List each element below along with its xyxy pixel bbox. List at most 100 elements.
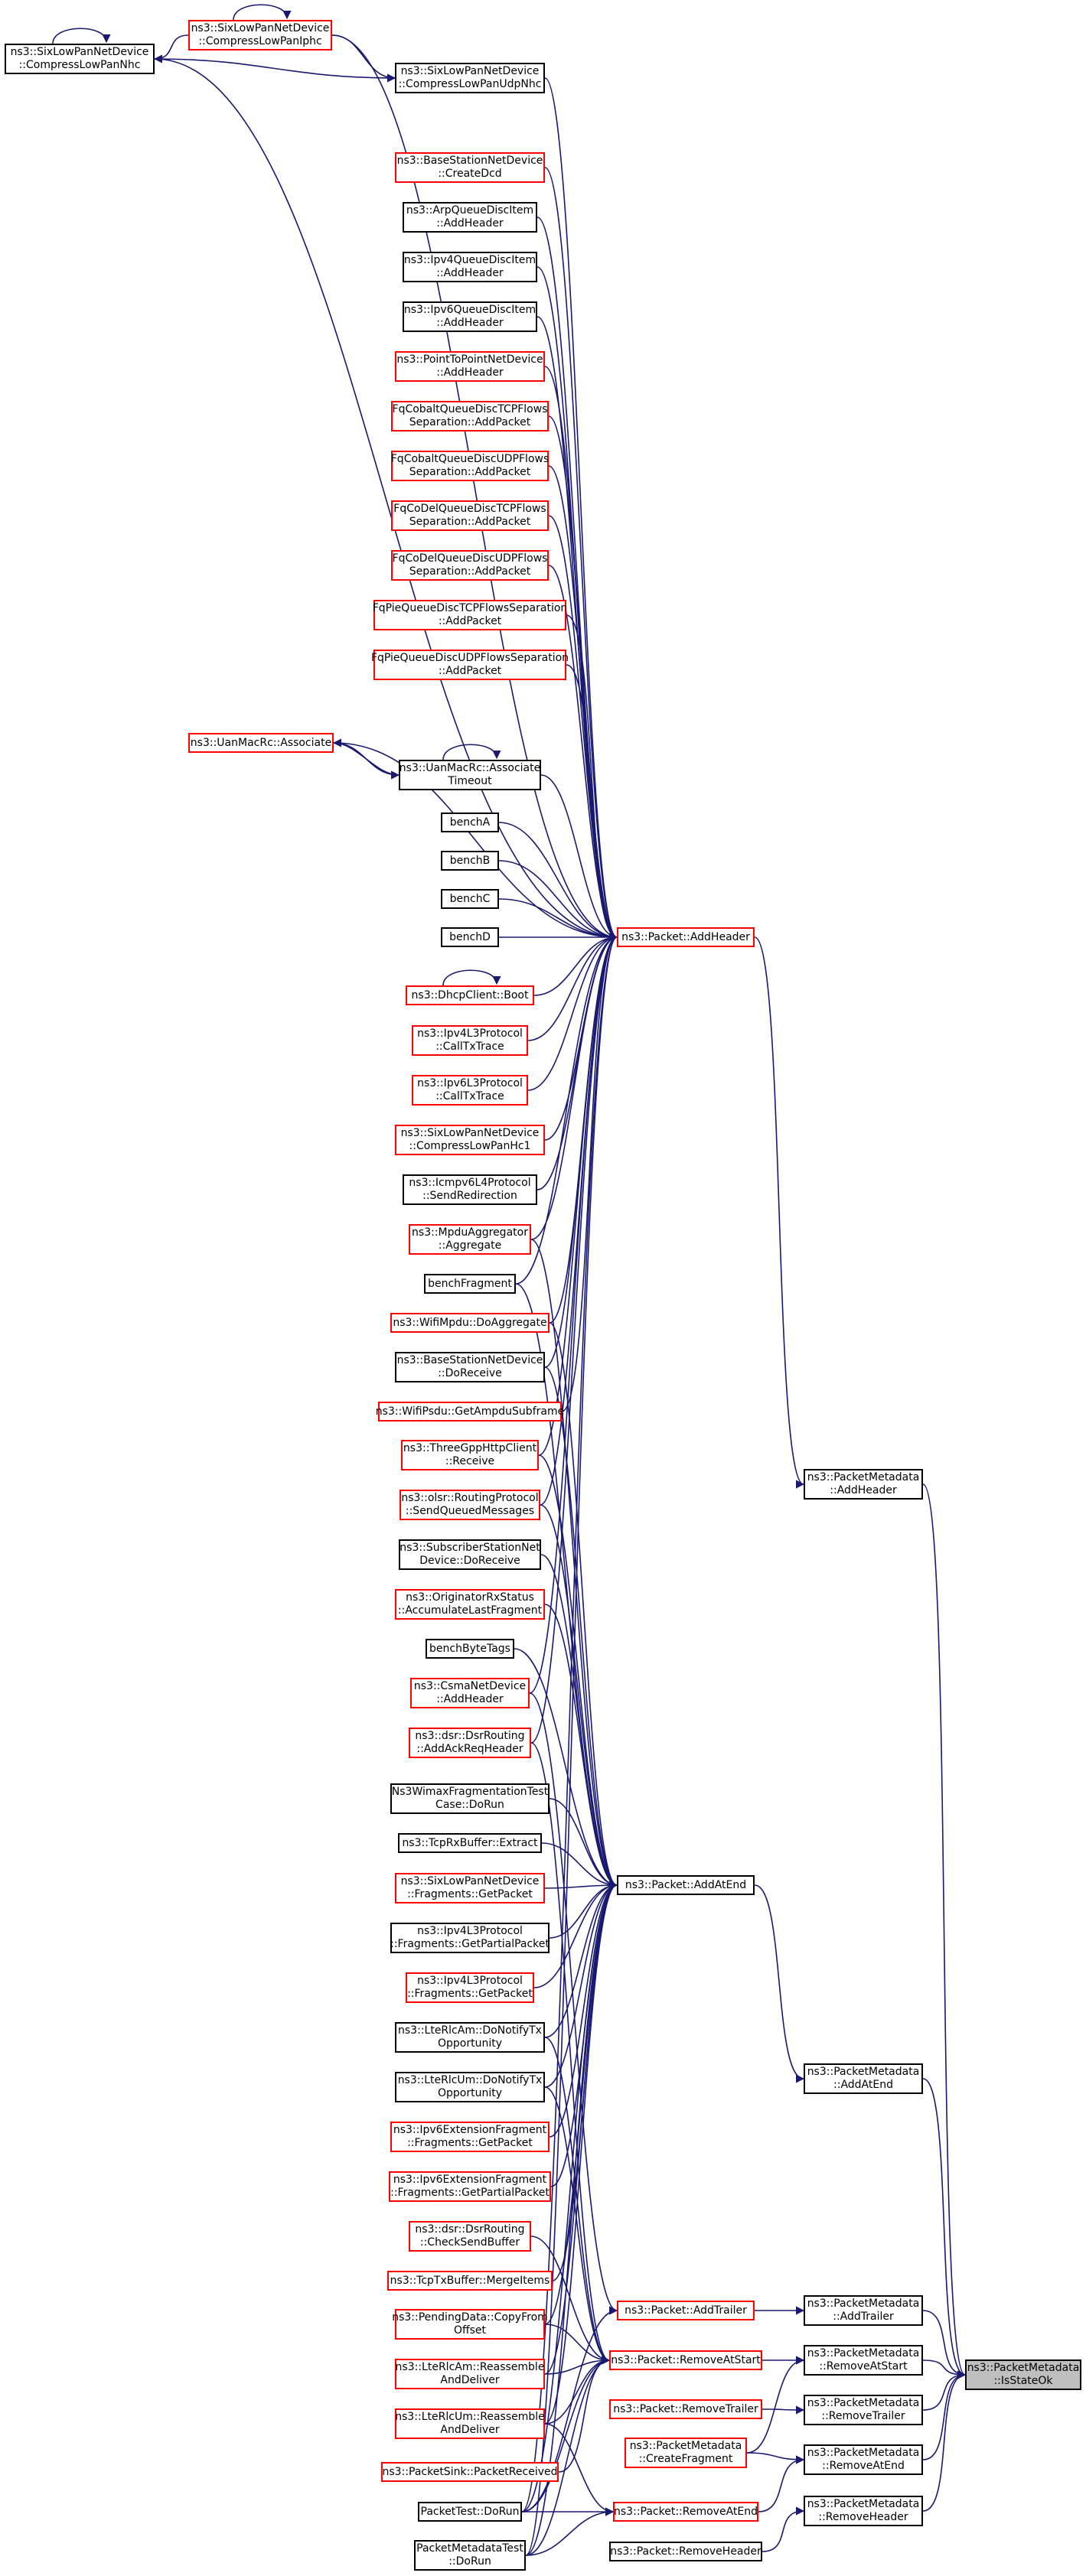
node-packetmetadata-removeatstart[interactable]: ns3::PacketMetadata::RemoveAtStart <box>804 2345 923 2376</box>
node-packetmetadata-removeheader[interactable]: ns3::PacketMetadata::RemoveHeader <box>804 2496 923 2526</box>
node-packetmetadata-addtrailer[interactable]: ns3::PacketMetadata::AddTrailer <box>804 2295 923 2326</box>
node-packetsink-packetreceived[interactable]: ns3::PacketSink::PacketReceived <box>381 2462 559 2482</box>
node-label-line2: ::RemoveHeader <box>818 2511 908 2523</box>
node-wifipsdu-getampdusubframe[interactable]: ns3::WifiPsdu::GetAmpduSubframe <box>376 1402 564 1422</box>
node-fqpie-tcp[interactable]: FqPieQueueDiscTCPFlowsSeparation::AddPac… <box>373 600 567 630</box>
node-packettest-dorun[interactable]: PacketTest::DoRun <box>418 2502 522 2522</box>
node-packetmetadatatest-dorun[interactable]: PacketMetadataTest::DoRun <box>414 2540 526 2571</box>
node-dsrrouting-addackreqheader[interactable]: ns3::dsr::DsrRouting::AddAckReqHeader <box>409 1728 531 1758</box>
node-sixlowpan-compresslowpannhc[interactable]: ns3::SixLowPanNetDevice::CompressLowPanN… <box>5 44 155 74</box>
node-label-line1: ns3::Packet::AddHeader <box>621 930 750 943</box>
node-icmpv6l4-sendredirection[interactable]: ns3::Icmpv6L4Protocol::SendRedirection <box>403 1174 537 1205</box>
edge-38 <box>561 933 618 1412</box>
node-originatorrxstatus-accumulate[interactable]: ns3::OriginatorRxStatus::AccumulateLastF… <box>395 1589 545 1620</box>
node-label-line1: ns3::CsmaNetDevice <box>413 1680 527 1692</box>
node-label-line1: ns3::OriginatorRxStatus <box>406 1591 534 1604</box>
node-sixlowpan-compresslowpaniphc[interactable]: ns3::SixLowPanNetDevice::CompressLowPanI… <box>188 20 332 50</box>
node-ipv6extfragment-getpacket[interactable]: ns3::Ipv6ExtensionFragment::Fragments::G… <box>390 2122 550 2152</box>
edge-52 <box>544 1604 618 1890</box>
edge-13 <box>536 217 618 942</box>
node-wifimpdu-doaggregate[interactable]: ns3::WifiMpdu::DoAggregate <box>390 1313 550 1333</box>
node-label-line2: ::CompressLowPanNhc <box>18 59 141 71</box>
node-benchbytetags[interactable]: benchByteTags <box>426 1639 514 1659</box>
node-label-line1: FqCoDelQueueDiscUDPFlows <box>392 552 548 565</box>
node-benchb[interactable]: benchB <box>441 851 499 871</box>
node-tcprxbuffer-extract[interactable]: ns3::TcpRxBuffer::Extract <box>398 1833 542 1853</box>
node-ipv6queuediscitem-addheader[interactable]: ns3::Ipv6QueueDiscItem::AddHeader <box>403 301 537 332</box>
node-label-line1: ns3::dsr::DsrRouting <box>415 2223 525 2236</box>
node-ipv4l3-calltxtrace[interactable]: ns3::Ipv4L3Protocol::CallTxTrace <box>412 1025 528 1056</box>
node-label-line1: benchD <box>449 930 491 943</box>
node-ipv4queuediscitem-addheader[interactable]: ns3::Ipv4QueueDiscItem::AddHeader <box>403 252 537 282</box>
node-packet-removeheader[interactable]: ns3::Packet::RemoveHeader <box>609 2542 762 2561</box>
node-bencha[interactable]: benchA <box>441 813 499 832</box>
node-label-line2: ::CompressLowPanUdpNhc <box>398 78 542 90</box>
node-label-line2: Timeout <box>448 775 492 787</box>
node-olsr-sendqueuedmessages[interactable]: ns3::olsr::RoutingProtocol::SendQueuedMe… <box>400 1490 540 1520</box>
node-benchd[interactable]: benchD <box>441 927 499 947</box>
node-packetmetadata-addatend[interactable]: ns3::PacketMetadata::AddAtEnd <box>804 2063 923 2094</box>
node-tcptxbuffer-mergeitems[interactable]: ns3::TcpTxBuffer::MergeItems <box>387 2271 553 2291</box>
node-basestation-createdcd[interactable]: ns3::BaseStationNetDevice::CreateDcd <box>395 152 545 183</box>
node-arpqueuediscitem-addheader[interactable]: ns3::ArpQueueDiscItem::AddHeader <box>403 202 537 233</box>
node-label-line1: ns3::Ipv6ExtensionFragment <box>393 2174 547 2186</box>
node-threegpphttpclient-receive[interactable]: ns3::ThreeGppHttpClient::Receive <box>401 1440 539 1470</box>
node-label-line1: ns3::PacketSink::PacketReceived <box>382 2465 558 2478</box>
node-fqpie-udp[interactable]: FqPieQueueDiscUDPFlowsSeparation::AddPac… <box>371 650 569 680</box>
node-ipv4l3-fragments-getpacket[interactable]: ns3::Ipv4L3Protocol::Fragments::GetPacke… <box>406 1972 534 2003</box>
node-ipv6l3-calltxtrace[interactable]: ns3::Ipv6L3Protocol::CallTxTrace <box>412 1075 528 1106</box>
node-benchfragment[interactable]: benchFragment <box>424 1274 516 1294</box>
node-packet-removetrailer[interactable]: ns3::Packet::RemoveTrailer <box>609 2399 762 2419</box>
node-packet-addatend[interactable]: ns3::Packet::AddAtEnd <box>617 1875 755 1895</box>
node-label-line2: ::AddHeader <box>436 317 504 329</box>
edge-5 <box>154 58 396 83</box>
node-csmanetdevice-addheader[interactable]: ns3::CsmaNetDevice::AddHeader <box>410 1678 530 1708</box>
edge-42 <box>530 933 618 1744</box>
node-packetmetadata-removetrailer[interactable]: ns3::PacketMetadata::RemoveTrailer <box>804 2395 923 2425</box>
node-label-line1: ns3::LteRlcUm::Reassemble <box>395 2411 545 2423</box>
node-uanmacrc-associate[interactable]: ns3::UanMacRc::Associate <box>188 733 334 753</box>
node-packetmetadata-addheader[interactable]: ns3::PacketMetadata::AddHeader <box>804 1469 923 1500</box>
node-ipv4l3-fragments-getpartialpacket[interactable]: ns3::Ipv4L3Protocol::Fragments::GetParti… <box>390 1923 550 1953</box>
node-label-line1: ns3::Ipv4L3Protocol <box>417 1027 523 1040</box>
node-mpduaggregator-aggregate[interactable]: ns3::MpduAggregator::Aggregate <box>409 1224 531 1255</box>
edge-73 <box>544 2356 611 2375</box>
edge-24 <box>540 774 618 942</box>
edge-27 <box>498 898 618 942</box>
node-label-line1: ns3::MpduAggregator <box>412 1226 528 1239</box>
node-packet-addheader[interactable]: ns3::Packet::AddHeader <box>617 927 755 947</box>
node-label-line1: benchFragment <box>428 1277 512 1290</box>
node-benchc[interactable]: benchC <box>441 889 499 909</box>
node-label-line2: ::AccumulateLastFragment <box>397 1604 543 1617</box>
node-packetmetadata-isstateok: ns3::PacketMetadata::IsStateOk <box>965 2359 1081 2390</box>
node-packet-removeatend[interactable]: ns3::Packet::RemoveAtEnd <box>613 2502 758 2522</box>
edge-78 <box>544 2037 611 2365</box>
node-packetmetadata-removeatend[interactable]: ns3::PacketMetadata::RemoveAtEnd <box>804 2444 923 2475</box>
node-sixlowpan-compresslowpanudpnhc[interactable]: ns3::SixLowPanNetDevice::CompressLowPanU… <box>395 63 545 93</box>
node-ipv6extfragment-getpartialpacket[interactable]: ns3::Ipv6ExtensionFragment::Fragments::G… <box>389 2171 551 2202</box>
node-p2p-addheader[interactable]: ns3::PointToPointNetDevice::AddHeader <box>395 351 545 382</box>
node-basestation-doreceive[interactable]: ns3::BaseStationNetDevice::DoReceive <box>395 1352 545 1382</box>
node-packetmetadata-createfragment[interactable]: ns3::PacketMetadata::CreateFragment <box>625 2438 747 2468</box>
node-sixlowpan-fragments-getpacket[interactable]: ns3::SixLowPanNetDevice::Fragments::GetP… <box>395 1873 545 1904</box>
node-dsrrouting-checksendbuffer[interactable]: ns3::dsr::DsrRouting::CheckSendBuffer <box>409 2221 531 2252</box>
edge-31 <box>527 933 618 1091</box>
edge-65 <box>544 1881 618 2375</box>
node-dhcpclient-boot[interactable]: ns3::DhcpClient::Boot <box>406 985 534 1005</box>
node-label-line1: ns3::Ipv6ExtensionFragment <box>393 2124 547 2136</box>
node-packet-addtrailer[interactable]: ns3::Packet::AddTrailer <box>617 2301 755 2320</box>
node-sixlowpan-compresslowpanhc1[interactable]: ns3::SixLowPanNetDevice::CompressLowPanH… <box>395 1125 545 1155</box>
node-packet-removeatstart[interactable]: ns3::Packet::RemoveAtStart <box>609 2350 762 2370</box>
